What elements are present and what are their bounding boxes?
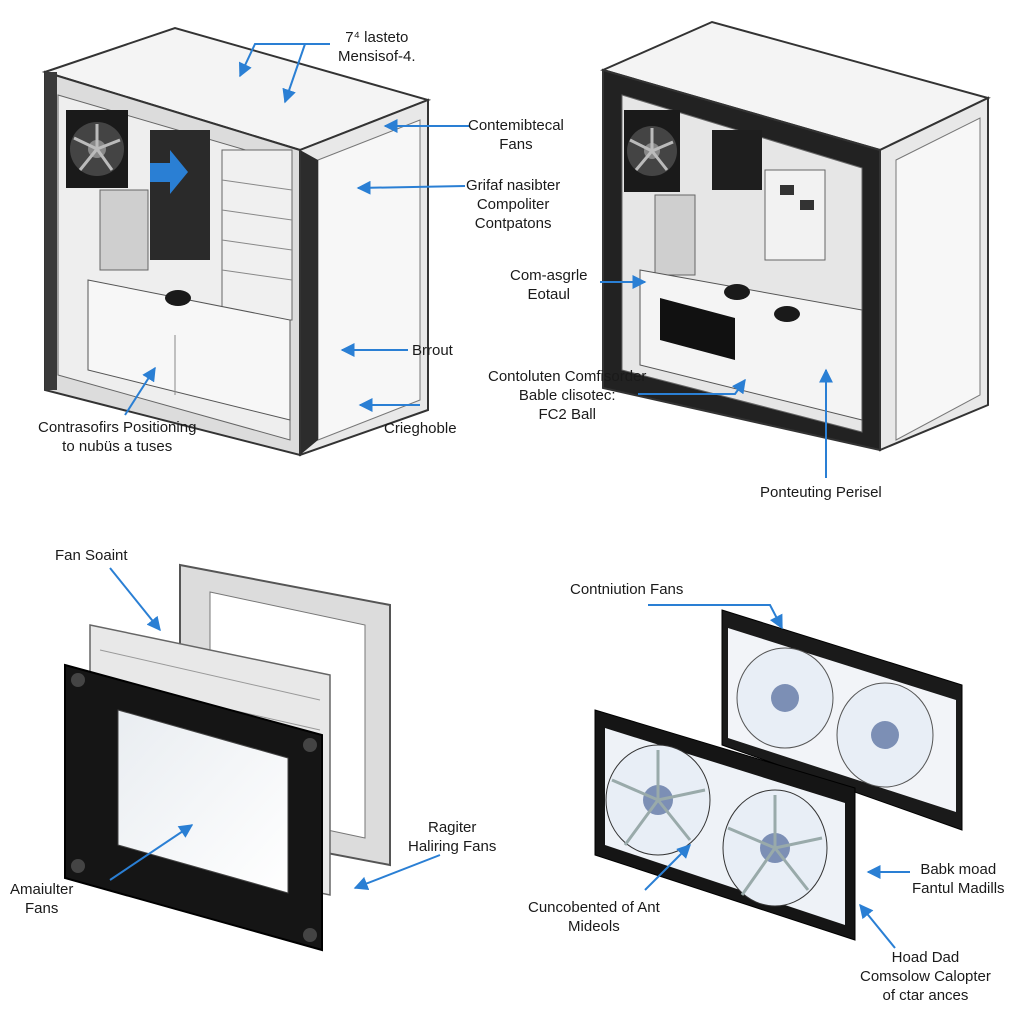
label-line: Grifaf nasibter: [466, 177, 561, 194]
label-line: Contemibtecal: [468, 117, 564, 134]
leader-arrows: [109, 43, 910, 949]
label-line: Contoluten Comfisorder: [488, 368, 647, 385]
label-line: Babk moad: [920, 861, 997, 878]
label-top-left-2: Contemibtecal Fans: [468, 116, 564, 154]
label-line: Fantul Madills: [912, 880, 1005, 897]
label-line: Amaiulter: [10, 881, 74, 898]
open-pc-case-right: [600, 20, 991, 452]
fan-icon: [66, 110, 128, 188]
label-line: Contpatons: [474, 215, 552, 232]
label-top-left-1: 7⁴ lasteto Mensisof-4.: [338, 28, 416, 66]
label-bottom-left-3: Amaiulter Fans: [10, 880, 73, 918]
label-line: Fans: [25, 900, 59, 917]
label-bottom-right-3: Cuncobented of Ant Mideols: [528, 898, 660, 936]
open-pc-case-left: [41, 26, 432, 457]
label-bottom-right-2: Babk moad Fantul Madills: [912, 860, 1005, 898]
label-line: Fan Soaint: [55, 547, 128, 564]
fan-icon: [605, 744, 711, 856]
label-line: Mensisof-4.: [338, 48, 416, 65]
label-line: Bable clisotec:: [518, 387, 616, 404]
label-line: Ragiter: [428, 819, 477, 836]
label-line: Eotaul: [527, 286, 571, 303]
label-line: Haliring Fans: [408, 838, 497, 855]
fan-icon: [836, 682, 934, 788]
label-line: Brrout: [412, 342, 453, 359]
label-bottom-left-1: Fan Soaint: [55, 546, 128, 565]
label-top-right-3: Ponteuting Perisel: [760, 483, 882, 502]
label-bottom-left-2: Ragiter Haliring Fans: [408, 818, 496, 856]
label-line: FC2 Ball: [538, 406, 596, 423]
fan-icon: [736, 647, 834, 749]
label-line: Fans: [499, 136, 533, 153]
label-line: Comsolow Calopter: [860, 968, 991, 985]
dual-fan-modules: [594, 609, 963, 941]
label-bottom-right-4: Hoad Dad Comsolow Calopter of ctar ances: [860, 948, 991, 1005]
label-top-right-2: Contoluten Comfisorder Bable clisotec: F…: [488, 367, 646, 424]
label-line: 7⁴ lasteto: [345, 29, 409, 46]
fan-bracket-assembly: [64, 563, 391, 952]
label-line: Ponteuting Perisel: [760, 484, 882, 501]
label-top-left-6: Contrasofirs Positioning to nubüs a tuse…: [38, 418, 196, 456]
label-bottom-right-1: Contniution Fans: [570, 580, 683, 599]
label-line: Hoad Dad: [891, 949, 960, 966]
fan-icon: [624, 110, 680, 192]
blue-arrow-icon: [150, 150, 188, 194]
label-line: Crieghoble: [384, 420, 457, 437]
label-top-left-3: Grifaf nasibter Compoliter Contpatons: [466, 176, 560, 233]
label-line: Contrasofirs Positioning: [38, 419, 197, 436]
label-line: Com-asgrle: [510, 267, 588, 284]
label-top-left-5: Crieghoble: [384, 419, 457, 438]
label-line: Compoliter: [476, 196, 550, 213]
label-line: to nubüs a tuses: [62, 438, 173, 455]
fan-icon: [722, 789, 828, 907]
label-top-left-4: Brrout: [412, 341, 453, 360]
label-line: Cuncobented of Ant: [528, 899, 660, 916]
label-line: of ctar ances: [882, 987, 969, 1004]
label-top-right-1: Com-asgrle Eotaul: [510, 266, 588, 304]
label-line: Contniution Fans: [570, 581, 684, 598]
label-line: Mideols: [568, 918, 620, 935]
